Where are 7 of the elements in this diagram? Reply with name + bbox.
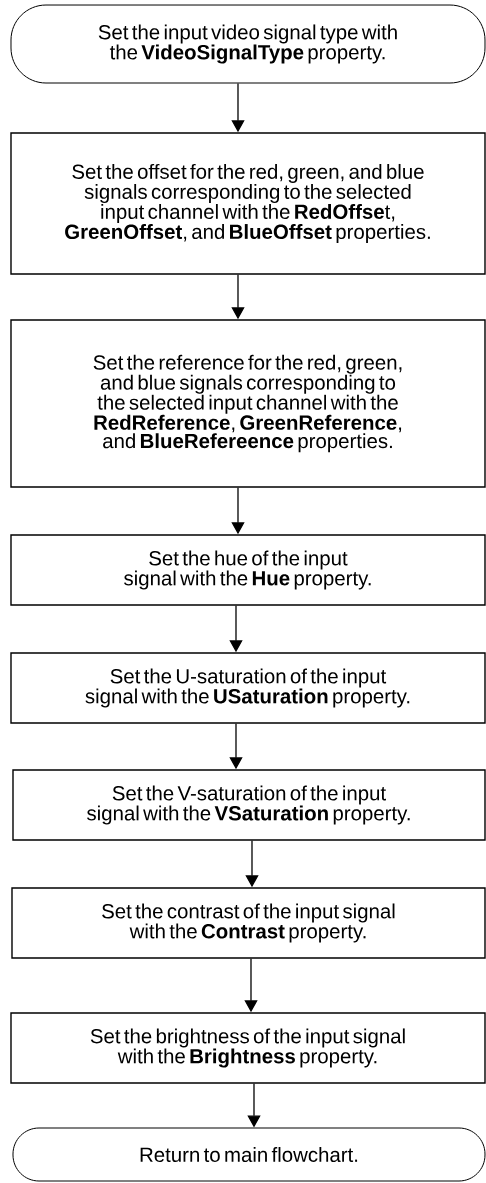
process-box: Set the contrast of the input signal with the Contrast property. xyxy=(11,887,486,959)
process-box: Set the hue of the input signal with the Hue property. xyxy=(10,534,486,606)
process-box: Set the V-saturation of the input signal with the VSaturation property. xyxy=(12,769,486,841)
process-box: Set the offset for the red, green, and blue signals corresponding to the selected input channel with the RedOffset, GreenOffset, and BlueOffset properties. xyxy=(10,132,486,275)
process-box: Set the reference for the red, green, and blue signals corresponding to the selected input channel with the RedReference, GreenReference, and BlueRefereence properties. xyxy=(10,319,486,488)
process-box: Set the U-saturation of the input signal with the USaturation property. xyxy=(10,652,486,724)
process-box: Set the brightness of the input signal with the Brightness property. xyxy=(10,1012,486,1084)
